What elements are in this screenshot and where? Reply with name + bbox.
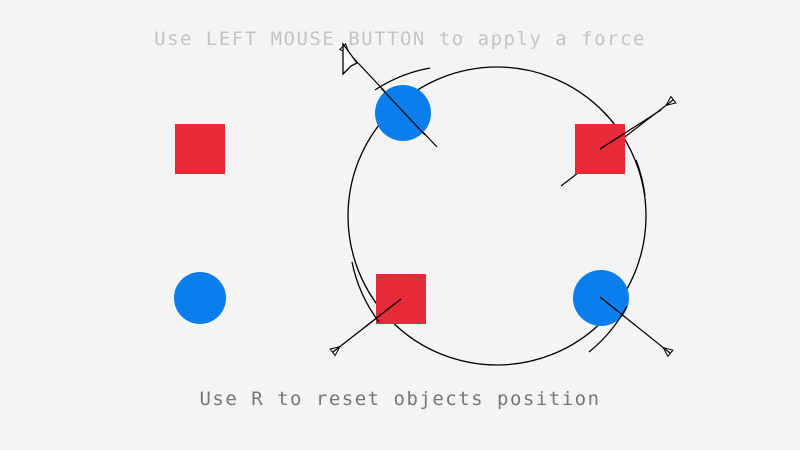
hint-text-bottom: Use R to reset objects position	[199, 388, 601, 410]
hint-text-top: Use LEFT MOUSE BUTTON to apply a force	[154, 28, 646, 50]
constraint-circle-overlay-bottomright	[588, 305, 628, 353]
constraint-circle-overlay-bottomleft	[351, 261, 380, 323]
constraint-circle-overlay-right	[635, 159, 646, 197]
constraint-circle-overlay-top	[374, 67, 431, 91]
constraint-circle-outline	[347, 66, 647, 366]
force-vector-circle-top-overlay	[380, 87, 426, 136]
blue-circle-left[interactable]	[174, 272, 226, 324]
force-vector-square-bottom-overlay	[364, 298, 402, 328]
mouse-pointer-icon	[342, 42, 358, 76]
force-vector-square-right-overlay	[599, 109, 662, 150]
red-square-left[interactable]	[175, 124, 225, 174]
force-vector-circle-bottom-right-overlay	[599, 296, 626, 318]
